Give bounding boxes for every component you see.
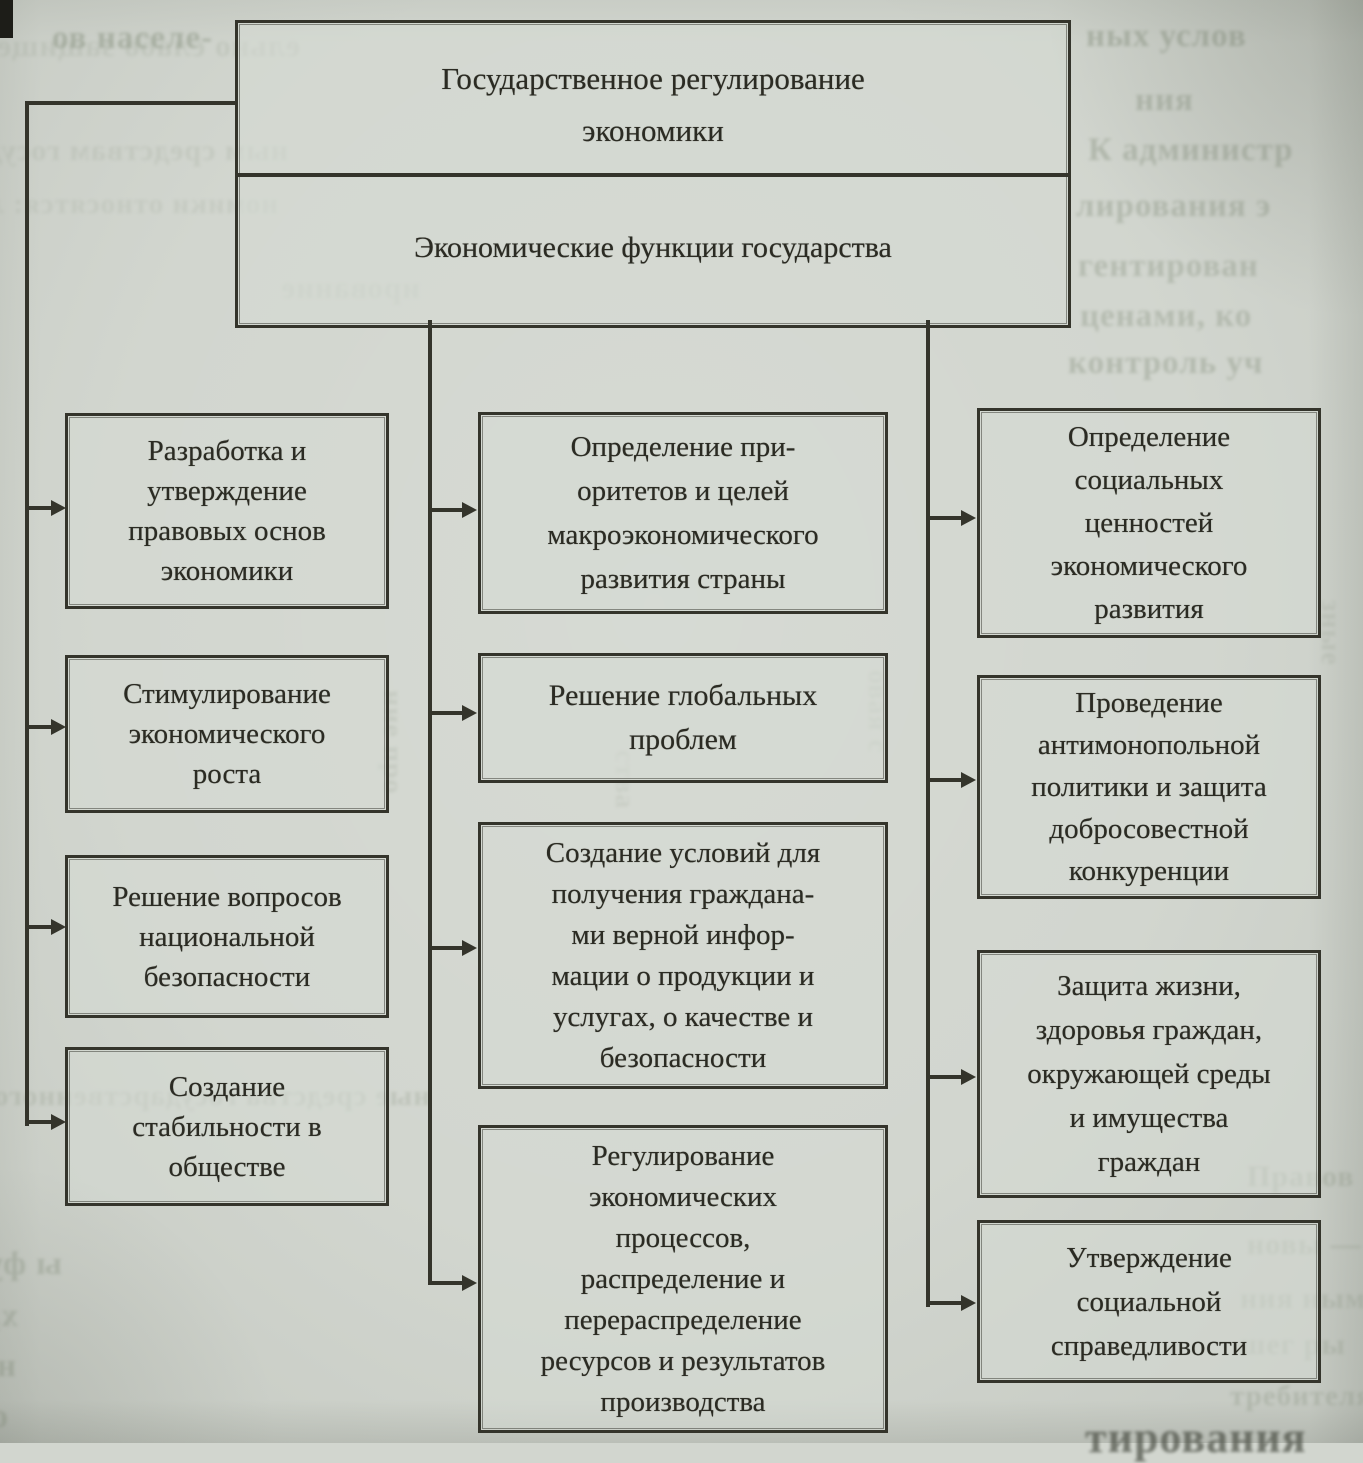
bleed-text-fragment: гентирован [1078, 248, 1259, 284]
arrow-head-middle-3 [462, 940, 477, 956]
connector-left-branch-2 [27, 725, 53, 729]
function-box-social-stability: Создание стабильности в обществе [65, 1047, 389, 1206]
connector-middle-branch-1 [430, 508, 464, 512]
arrow-head-left-2 [51, 719, 66, 735]
connector-middle-branch-4 [430, 1281, 464, 1285]
bleed-text-fragment: ценами, ко [1080, 298, 1253, 334]
diagram-subtitle: Экономические функции государства [414, 231, 892, 264]
function-box-legal-basis: Разработка и утверждение правовых основ … [65, 413, 389, 609]
arrow-head-right-3 [961, 1069, 976, 1085]
arrow-head-left-1 [51, 500, 66, 516]
arrow-head-middle-4 [462, 1275, 477, 1291]
arrow-head-middle-2 [462, 705, 477, 721]
connector-left-branch-1 [27, 506, 53, 510]
function-box-national-security: Решение вопросов национальной безопаснос… [65, 855, 389, 1018]
bleed-text-fragment: ния [1135, 82, 1194, 118]
connector-right-branch-4 [928, 1301, 963, 1305]
function-box-social-values: Определение социальных ценностей экономи… [977, 408, 1321, 638]
arrow-head-middle-1 [462, 502, 477, 518]
connector-left-trunk-horizontal [25, 101, 237, 105]
function-box-global-problems: Решение глобальных проблем [478, 653, 888, 783]
bleed-text-fragment: К администр [1088, 132, 1294, 168]
connector-right-branch-3 [928, 1075, 963, 1079]
function-box-consumer-information: Создание условий для получения граждана-… [478, 822, 888, 1089]
function-box-growth-stimulus: Стимулирование экономического роста [65, 655, 389, 813]
title-divider-line [238, 173, 1068, 177]
connector-middle-branch-2 [430, 711, 464, 715]
bleed-text-fragment: ов населе- [52, 20, 214, 56]
connector-left-trunk-vertical [25, 101, 29, 1126]
bleed-text-fragment: ных услов [1086, 18, 1247, 54]
page-corner-mark [0, 0, 13, 38]
arrow-head-right-4 [961, 1295, 976, 1311]
bleed-text-fragment: лирования э [1076, 188, 1272, 224]
diagram-title: Государственное регулирование экономики [441, 61, 865, 148]
connector-left-branch-4 [27, 1120, 53, 1124]
arrow-head-left-3 [51, 919, 66, 935]
connector-middle-trunk-vertical [428, 320, 432, 1285]
connector-middle-branch-3 [430, 946, 464, 950]
connector-right-trunk-vertical [926, 320, 930, 1307]
arrow-head-left-4 [51, 1114, 66, 1130]
connector-left-branch-3 [27, 925, 53, 929]
function-box-life-protection: Защита жизни, здоровья граждан, окружающ… [977, 950, 1321, 1198]
function-box-antimonopoly-policy: Проведение антимонопольной политики и за… [977, 675, 1321, 899]
function-box-social-justice: Утверждение социальной справедливости [977, 1220, 1321, 1383]
function-box-macro-priorities: Определение при- оритетов и целей макроэ… [478, 412, 888, 614]
arrow-head-right-1 [961, 510, 976, 526]
connector-right-branch-1 [928, 516, 963, 520]
connector-right-branch-2 [928, 778, 963, 782]
title-box: Государственное регулирование экономики … [235, 20, 1071, 328]
bleed-text-fragment: контроль уч [1068, 345, 1264, 381]
arrow-head-right-2 [961, 772, 976, 788]
function-box-process-regulation: Регулирование экономических процессов, р… [478, 1125, 888, 1433]
bleed-text-fragment: требителя и ин [1230, 1380, 1363, 1412]
